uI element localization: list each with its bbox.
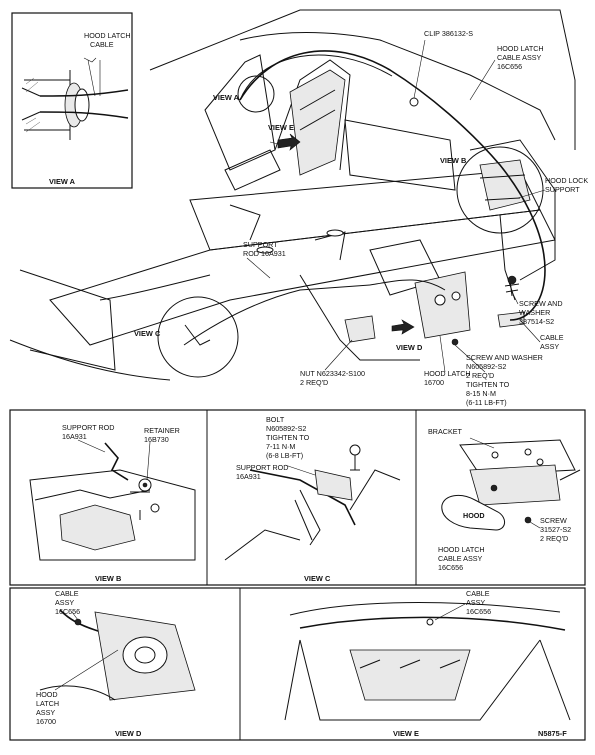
view-b-callout: VIEW B (440, 156, 466, 165)
view-d-latch-4: 16700 (36, 717, 56, 726)
bracket-label: BRACKET (428, 427, 463, 436)
view-c-caption: VIEW C (304, 574, 331, 583)
view-b-retainer-2: 16B730 (144, 435, 169, 444)
hood-handle-panel: HOOD BRACKET SCREW 31527-S2 2 REQ'D HOOD… (428, 427, 581, 572)
main-illustration: HOOD LATCH CABLE VIEW A (9, 9, 588, 407)
handle-cable-label-1: HOOD LATCH (438, 545, 485, 554)
view-c-rod-1: SUPPORT ROD (236, 463, 288, 472)
view-d-latch-2: LATCH (36, 699, 59, 708)
view-a-caption: VIEW A (49, 177, 76, 186)
view-d-callout: VIEW D (396, 343, 423, 352)
view-c-bolt-2: N605892-S2 (266, 424, 306, 433)
view-c-bolt-5: (6-8 LB-FT) (266, 451, 303, 460)
view-a-callout: VIEW A (213, 93, 240, 102)
view-e-cable-1: CABLE (466, 589, 490, 598)
view-d-panel: CABLE ASSY 16C656 HOOD LATCH ASSY 16700 … (36, 589, 196, 738)
view-c-rod-2: 16A931 (236, 472, 261, 481)
view-b-retainer-1: RETAINER (144, 426, 180, 435)
view-d-arrow (391, 319, 415, 335)
torque-label-2: N605892-S2 (466, 362, 506, 371)
cable-assy-label-1: HOOD LATCH (497, 44, 544, 53)
view-a-cable-label-line2: CABLE (90, 40, 114, 49)
support-rod-label-1: SUPPORT (243, 240, 278, 249)
leader-lines (246, 39, 546, 373)
support-rod-label-2: ROD 16A931 (243, 249, 286, 258)
view-e-caption: VIEW E (393, 729, 419, 738)
view-c-bolt-1: BOLT (266, 415, 285, 424)
cable-assy-label-2: CABLE ASSY (497, 53, 542, 62)
hood-handle-text[interactable]: HOOD (463, 511, 485, 520)
view-b-support-rod-2: 16A931 (62, 432, 87, 441)
handle-cable-label-2: CABLE ASSY (438, 554, 483, 563)
view-e-cable-2: ASSY (466, 598, 485, 607)
middle-row-frame (9, 409, 586, 586)
view-d-cable-3: 16C656 (55, 607, 80, 616)
view-e-callout: VIEW E (268, 123, 294, 132)
torque-label-1: SCREW AND WASHER (466, 353, 543, 362)
screw-washer-label-3: 387514-S2 (519, 317, 554, 326)
screw-label-3: 2 REQ'D (540, 534, 568, 543)
view-e-arrow (277, 133, 301, 151)
hood-lock-support-label-1: HOOD LOCK (545, 176, 588, 185)
view-d-cable-2: ASSY (55, 598, 74, 607)
view-e-panel: CABLE ASSY 16C656 VIEW E N5875-F (284, 589, 571, 738)
clip-label: CLIP 386132-S (424, 29, 473, 38)
view-d-caption: VIEW D (115, 729, 142, 738)
view-c-bolt-4: 7-11 N·m (266, 442, 295, 451)
figure-code: N5875-F (538, 729, 567, 738)
screw-label-2: 31527-S2 (540, 525, 571, 534)
view-c-panel: BOLT N605892-S2 TIGHTEN TO 7-11 N·m (6-8… (224, 415, 401, 583)
view-c-callout: VIEW C (134, 329, 161, 338)
cable-assy-right-1: CABLE (540, 333, 564, 342)
torque-label-5: 8-15 N·m (466, 389, 496, 398)
torque-label-3: 2 REQ'D (466, 371, 494, 380)
view-e-cable-3: 16C656 (466, 607, 491, 616)
view-d-cable-1: CABLE (55, 589, 79, 598)
view-b-caption: VIEW B (95, 574, 121, 583)
view-a-circle (237, 75, 275, 113)
cable-assy-label-3: 16C656 (497, 62, 522, 71)
view-d-latch-1: HOOD (36, 690, 58, 699)
car-body (9, 9, 576, 381)
view-b-support-rod-1: SUPPORT ROD (62, 423, 114, 432)
cable-assy-right-2: ASSY (540, 342, 559, 351)
screw-washer-label-2: WASHER (519, 308, 550, 317)
view-b-circle (456, 146, 544, 234)
handle-cable-label-3: 16C656 (438, 563, 463, 572)
view-c-circle (157, 296, 239, 378)
view-b-panel: SUPPORT ROD 16A931 RETAINER 16B730 VIEW … (29, 423, 196, 583)
view-a-box (11, 12, 133, 189)
view-c-bolt-3: TIGHTEN TO (266, 433, 310, 442)
hood-latch-label-1: HOOD LATCH (424, 369, 471, 378)
hood-lock-support-label-2: SUPPORT (545, 185, 580, 194)
nut-label-1: NUT N623342-S100 (300, 369, 365, 378)
hood-latch-label-2: 16700 (424, 378, 444, 387)
screw-washer-label-1: SCREW AND (519, 299, 563, 308)
view-d-latch-3: ASSY (36, 708, 55, 717)
hood-latch-cable (239, 50, 546, 321)
torque-label-4: TIGHTEN TO (466, 380, 510, 389)
view-a-cable-label-line1: HOOD LATCH (84, 31, 131, 40)
nut-label-2: 2 REQ'D (300, 378, 328, 387)
torque-label-6: (6-11 LB-FT) (466, 398, 507, 407)
clip-marker (409, 97, 419, 107)
screw-label-1: SCREW (540, 516, 567, 525)
view-a-drawing (21, 57, 129, 140)
bottom-row-frame (9, 587, 586, 741)
